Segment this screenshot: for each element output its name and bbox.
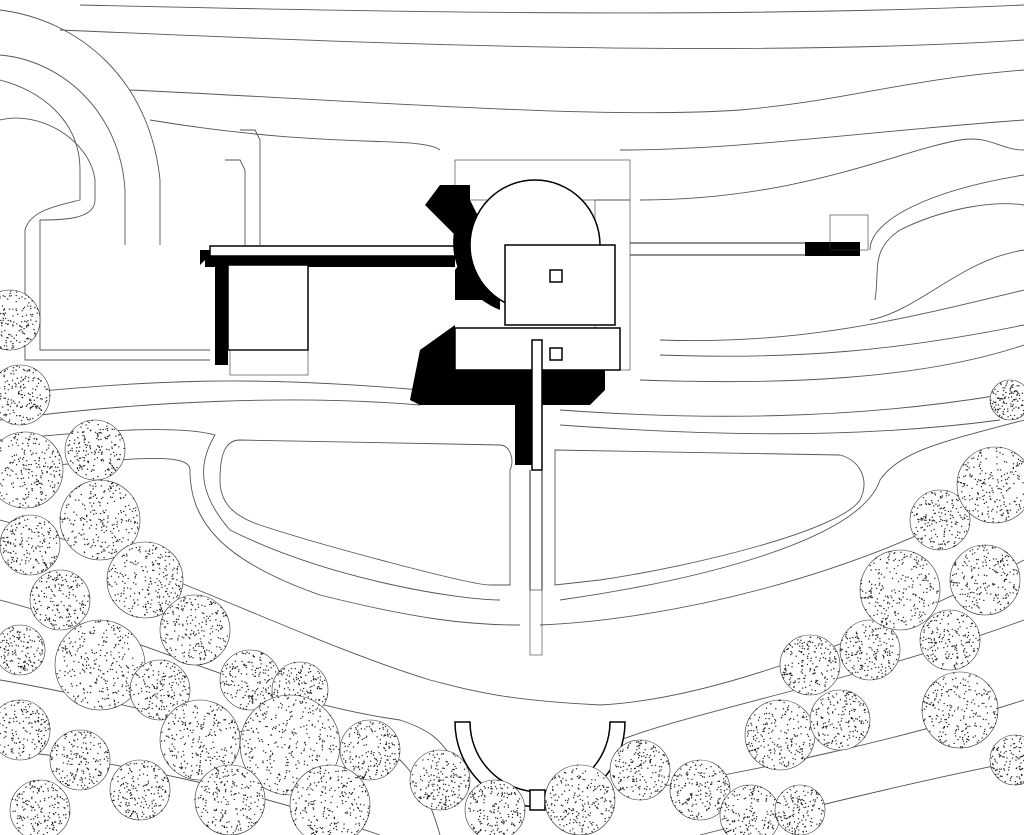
- contour-line: [659, 289, 1024, 342]
- tree-icon: [989, 379, 1024, 421]
- steps: [529, 589, 543, 656]
- tree-icon: [0, 364, 51, 426]
- contour-line: [874, 203, 1024, 301]
- contour-line: [639, 344, 1024, 383]
- contour-line: [639, 138, 1024, 201]
- tree-icon: [609, 739, 671, 801]
- contour-line: [225, 159, 246, 245]
- contour-line: [149, 119, 441, 151]
- window-square: [549, 269, 563, 283]
- tree-icon: [809, 689, 871, 751]
- core-room: [504, 244, 616, 326]
- tree-icon: [9, 779, 71, 835]
- gallery-shadow: [205, 255, 455, 267]
- contour-line: [659, 324, 1024, 357]
- contour-line: [79, 4, 1024, 14]
- tree-icon: [49, 729, 111, 791]
- tree-icon: [219, 649, 281, 711]
- tree-icon: [0, 624, 46, 676]
- tree-icon: [0, 289, 41, 351]
- tree-icon: [464, 779, 526, 835]
- west-terrace-grid: [229, 349, 309, 376]
- driveway-outer: [0, 9, 161, 245]
- contour-line: [0, 79, 210, 361]
- tree-icon: [0, 699, 51, 761]
- contour-line: [559, 394, 1001, 417]
- tree-icon: [909, 489, 971, 551]
- contour-line: [559, 419, 1001, 435]
- contour-line: [869, 249, 1024, 321]
- west-wing: [227, 264, 309, 351]
- tree-icon: [779, 634, 841, 696]
- tree-icon: [159, 594, 231, 666]
- contour-line: [559, 419, 1024, 601]
- tree-icon: [0, 431, 64, 509]
- contour-line: [0, 117, 210, 351]
- tree-icon: [129, 659, 191, 721]
- contour-line: [0, 380, 421, 396]
- tree-icon: [29, 569, 91, 631]
- contour-line: [240, 129, 261, 245]
- tree-icon: [289, 764, 371, 835]
- tree-icon: [194, 764, 266, 835]
- window-square: [549, 347, 563, 361]
- tree-icon: [719, 784, 781, 835]
- gallery-bridge: [209, 245, 456, 257]
- tree-icon: [59, 479, 141, 561]
- terrace-steps: [529, 789, 546, 811]
- tree-icon: [744, 699, 816, 771]
- stair-shadow: [515, 370, 535, 465]
- tree-icon: [774, 784, 826, 835]
- tree-icon: [669, 759, 731, 821]
- contour-line: [0, 429, 501, 601]
- tree-icon: [106, 541, 184, 619]
- tree-icon: [859, 549, 941, 631]
- tree-icon: [544, 764, 616, 835]
- contour-line: [0, 458, 521, 626]
- pavilion-grid: [829, 214, 869, 251]
- tree-icon: [949, 544, 1021, 616]
- tree-icon: [0, 514, 61, 576]
- building-shadow: [410, 185, 605, 405]
- contour-line: [869, 174, 1024, 251]
- pavilion-shadow: [805, 242, 860, 256]
- contour-line: [129, 69, 1024, 114]
- contour-line: [59, 29, 1024, 50]
- contour-line: [0, 399, 421, 421]
- contour-line: [619, 119, 1024, 151]
- tree-icon: [921, 671, 999, 749]
- wing-shadow: [200, 250, 228, 365]
- tree-icon: [339, 719, 401, 781]
- tree-icon: [956, 446, 1024, 524]
- stair: [531, 339, 543, 471]
- tree-icon: [64, 419, 126, 481]
- tree-icon: [839, 619, 901, 681]
- tree-icon: [919, 609, 981, 671]
- terrace-left: [219, 439, 513, 586]
- tree-icon: [54, 619, 146, 711]
- terrace-right: [554, 449, 865, 586]
- tree-icon: [989, 734, 1024, 786]
- trees: [0, 289, 1024, 835]
- tree-icon: [109, 759, 171, 821]
- tree-icon: [409, 749, 471, 811]
- driveway-inner: [0, 54, 126, 245]
